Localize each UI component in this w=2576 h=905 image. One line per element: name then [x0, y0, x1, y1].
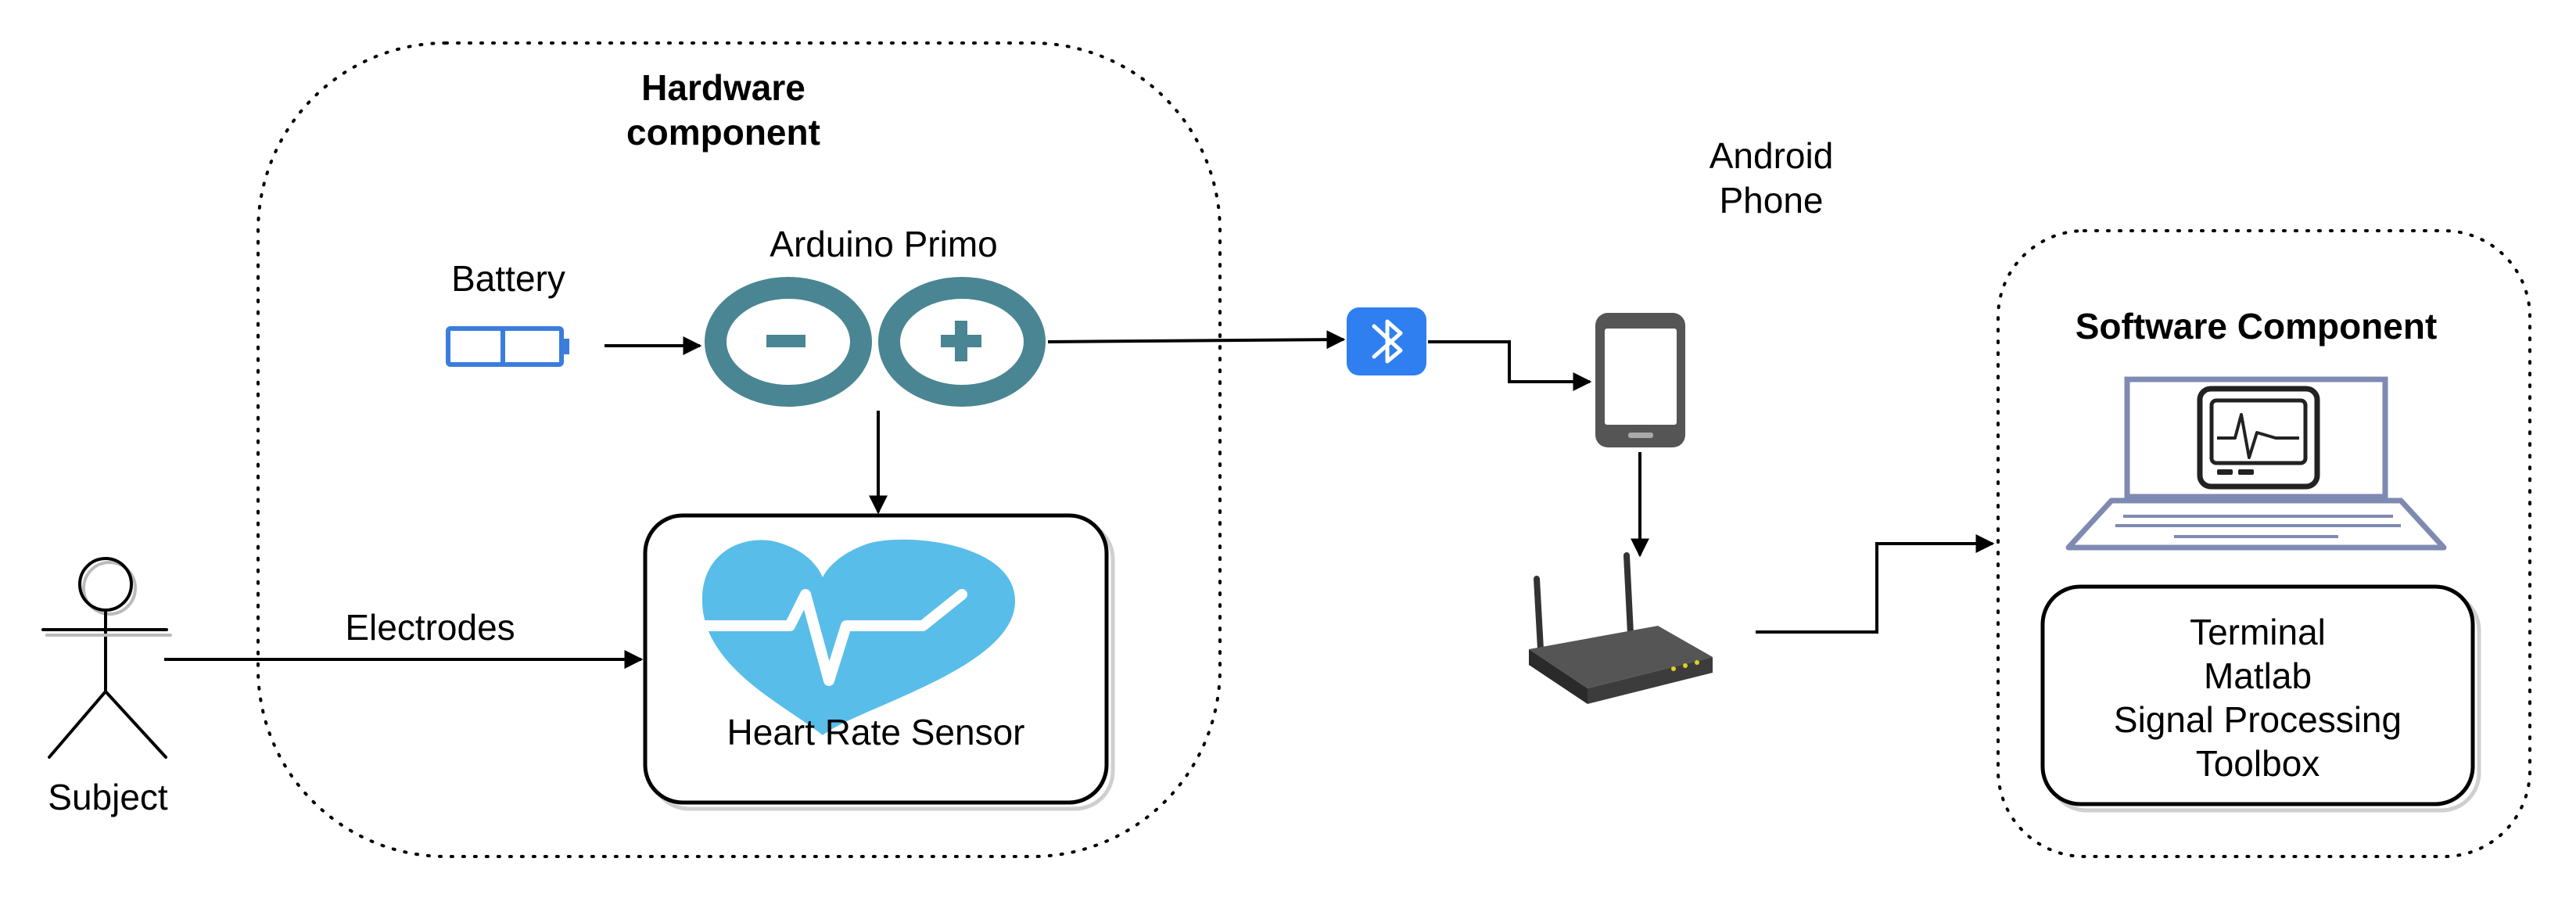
- laptop-monitor-icon: [2065, 376, 2447, 551]
- battery-label: Battery: [451, 258, 565, 299]
- arrow-arduino-bluetooth: [1047, 330, 1346, 350]
- hardware-title-line2: component: [626, 112, 820, 153]
- bluetooth-icon: [1347, 307, 1426, 375]
- subject-label: Subject: [48, 777, 168, 817]
- heart-pulse-icon: [694, 539, 1016, 735]
- software-title: Software Component: [2076, 306, 2438, 347]
- phone-label-line2: Phone: [1719, 180, 1823, 221]
- hardware-container: [257, 41, 1222, 858]
- phone-label-line1: Android: [1710, 135, 1834, 176]
- tool-signal-processing: Signal Processing: [2114, 699, 2402, 740]
- smartphone-icon: [1595, 313, 1685, 447]
- tool-matlab: Matlab: [2204, 655, 2312, 696]
- tool-toolbox: Toolbox: [2196, 743, 2320, 784]
- arduino-label: Arduino Primo: [770, 224, 997, 264]
- arrow-bluetooth-phone: [1428, 340, 1592, 391]
- electrodes-label: Electrodes: [345, 607, 515, 648]
- tool-terminal: Terminal: [2190, 612, 2326, 652]
- wifi-router-icon: [1529, 552, 1713, 704]
- hardware-title-line1: Hardware: [641, 67, 805, 108]
- arduino-infinity-icon: [705, 277, 1046, 407]
- sensor-label: Heart Rate Sensor: [727, 712, 1025, 752]
- connectors: [164, 330, 1995, 669]
- software-tools-box: [2040, 584, 2475, 806]
- arrow-router-software: [1756, 534, 1995, 634]
- battery-icon: [446, 326, 569, 367]
- subject-figure-icon: [41, 557, 172, 759]
